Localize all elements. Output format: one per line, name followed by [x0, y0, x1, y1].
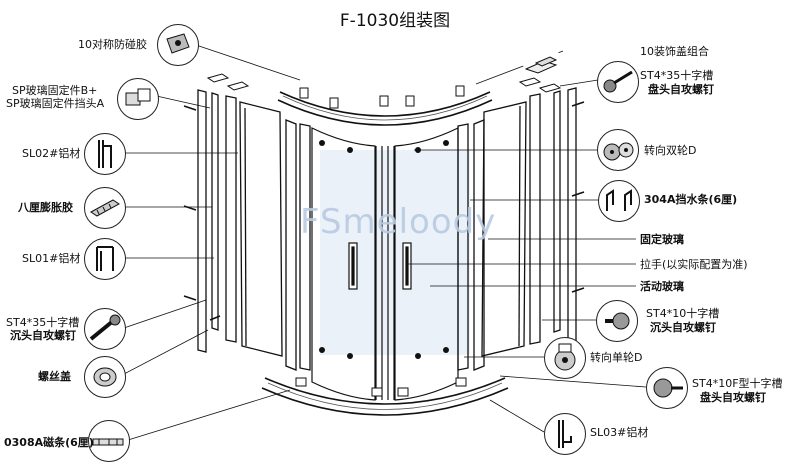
label-double-roller: 转向双轮D [644, 144, 697, 157]
label-st4x35-screw-a: ST4*35十字槽 [6, 316, 80, 329]
decor-cap-icon [522, 46, 562, 76]
label-sl03-aluminum: SL03#铝材 [590, 426, 649, 439]
door-handles [348, 242, 412, 290]
leader-lines [123, 44, 647, 441]
top-track [279, 91, 491, 117]
aluminum-profile-icon [84, 133, 126, 175]
label-sl01-aluminum: SL01#铝材 [22, 252, 81, 265]
wall-screws [183, 101, 585, 321]
aluminum-profile-icon [544, 413, 586, 455]
top-clips [295, 85, 467, 397]
watermark-text: FSmeloody [300, 202, 497, 242]
left-wall-profiles [197, 89, 283, 357]
label-sl02-aluminum: SL02#铝材 [22, 147, 81, 160]
water-strip-icon [598, 180, 640, 222]
label-single-roller: 转向单轮D [590, 351, 643, 364]
label-pan-head-screw: 盘头自攻螺钉 [648, 83, 714, 96]
label-st4x10f-screw-a: ST4*10F型十字槽 [692, 377, 783, 390]
pan-head-screw-icon [597, 61, 639, 103]
bumper-block-icon [157, 24, 199, 66]
single-roller-icon [544, 337, 586, 379]
glass-clip-icon [117, 78, 159, 120]
short-screw-icon [596, 300, 638, 342]
label-fixed-glass: 固定玻璃 [640, 233, 684, 246]
diagram-title: F-1030组装图 [339, 11, 451, 31]
aluminum-channel-icon [84, 238, 126, 280]
label-handle: 拉手(以实际配置为准) [640, 258, 748, 271]
decor-caps [206, 73, 562, 93]
magnetic-strip-icon [88, 420, 130, 462]
screw-icon [84, 308, 126, 350]
label-st4x10-screw-a: ST4*10十字槽 [646, 307, 720, 320]
label-magnetic-strip: 0308A磁条(6厘) [4, 436, 94, 449]
label-countersunk-screw-short: 沉头自攻螺钉 [650, 321, 716, 334]
label-water-strip: 304A挡水条(6厘) [644, 193, 738, 206]
label-expansion-rubber: 八厘膨胀胶 [18, 201, 73, 214]
expansion-plug-icon [84, 187, 126, 229]
screw-cap-icon [84, 356, 126, 398]
bottom-track [264, 377, 506, 405]
label-screw-cap: 螺丝盖 [38, 370, 71, 383]
double-roller-icon [597, 129, 639, 171]
label-decor-cap-set: 10装饰盖组合 [640, 45, 709, 58]
label-countersunk-screw: 沉头自攻螺钉 [10, 329, 76, 342]
label-glass-clip-a: SP玻璃固定件挡头A [6, 97, 105, 110]
label-glass-clip-b: SP玻璃固定件B+ [12, 84, 98, 97]
f-type-screw-icon [646, 367, 688, 409]
label-symmetric-bumper: 10对称防碰胶 [78, 38, 147, 51]
label-pan-head-screw-f: 盘头自攻螺钉 [700, 391, 766, 404]
label-st4x35-pan-a: ST4*35十字槽 [640, 69, 714, 82]
label-sliding-glass: 活动玻璃 [640, 280, 684, 293]
